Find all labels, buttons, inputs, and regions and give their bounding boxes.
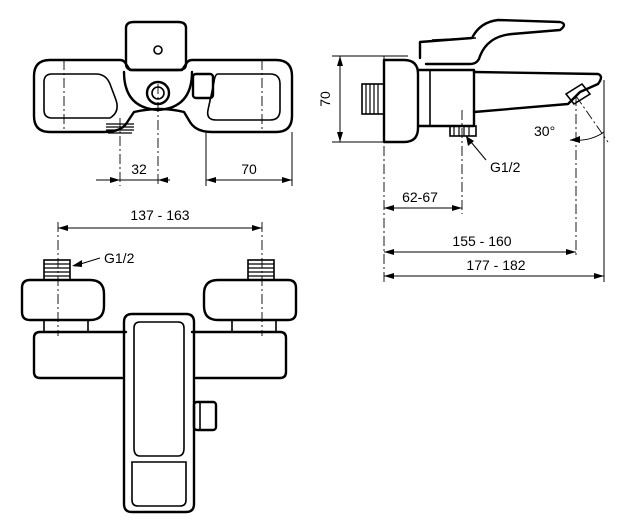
- dim-32-arrow-right: [158, 177, 168, 183]
- side-lever: [418, 18, 566, 66]
- top-view-inner-right: [206, 73, 281, 121]
- side-thread-leader-arrow: [466, 136, 474, 146]
- dim-height-arrow-top: [337, 56, 343, 66]
- dim-70-top-label: 70: [241, 161, 257, 177]
- dim-centers-arrow-left: [58, 225, 68, 231]
- dim-spout-arrow-right: [566, 249, 576, 255]
- side-lever-detail: [431, 37, 477, 41]
- side-angle-arrow: [570, 136, 580, 143]
- front-left-escutcheon: [20, 278, 106, 322]
- dim-overall-arrow-right: [594, 273, 604, 279]
- dim-centers-label: 137 - 163: [130, 207, 189, 223]
- top-view-inner-left: [43, 73, 118, 119]
- side-body: [416, 68, 476, 128]
- side-aerator: [564, 82, 592, 106]
- front-right-thread-hatch: [248, 263, 274, 277]
- front-left-connector: [43, 320, 89, 333]
- dim-spout-label: 155 - 160: [452, 233, 511, 249]
- front-thread-leader-arrow: [72, 260, 82, 267]
- side-thread-label: G1/2: [490, 159, 521, 175]
- dim-height-arrow-bottom: [337, 132, 343, 142]
- front-body: [32, 330, 288, 380]
- dim-height-label: 70: [317, 91, 333, 107]
- side-escutcheon: [382, 58, 420, 144]
- side-angle-label: 30°: [534, 123, 555, 139]
- side-bottom-thread: [449, 125, 477, 137]
- dim-inlet-arrow-left: [384, 205, 394, 211]
- side-view: 70 G1/2 30° 62: [317, 18, 609, 282]
- dim-overall-label: 177 - 182: [466, 257, 525, 273]
- front-right-escutcheon: [202, 278, 298, 322]
- front-view: 137 - 163 G1/2: [20, 207, 298, 514]
- top-view-diverter: [191, 72, 215, 100]
- side-spout: [472, 70, 603, 114]
- front-diverter: [192, 400, 218, 432]
- dim-32-arrow-left: [110, 177, 120, 183]
- front-thread-label: G1/2: [104, 250, 135, 266]
- dim-centers-arrow-right: [252, 225, 262, 231]
- front-right-thread: [247, 259, 275, 281]
- dim-32-label: 32: [131, 161, 147, 177]
- dim-inlet-label: 62-67: [402, 189, 438, 205]
- front-right-connector: [231, 320, 277, 333]
- front-left-thread-hatch: [44, 263, 70, 277]
- front-spout-inner: [133, 321, 185, 457]
- front-left-thread: [43, 259, 71, 281]
- side-bottom-thread-hatch: [453, 126, 470, 136]
- dim-spout-arrow-left: [384, 249, 394, 255]
- dim-70-arrow-right: [282, 177, 292, 183]
- top-view-lever: [124, 20, 188, 72]
- dim-overall-arrow-left: [384, 273, 394, 279]
- top-view: 32 70: [32, 20, 294, 186]
- side-wall-thread: [361, 83, 385, 115]
- front-spout-outlet: [131, 461, 187, 507]
- side-thread-hatch: [365, 84, 379, 114]
- dim-70-arrow-left: [206, 177, 216, 183]
- side-angle-axis: [575, 95, 609, 143]
- dim-inlet-arrow-right: [452, 205, 462, 211]
- top-view-lever-hole: [153, 45, 163, 55]
- front-spout-column: [122, 312, 196, 514]
